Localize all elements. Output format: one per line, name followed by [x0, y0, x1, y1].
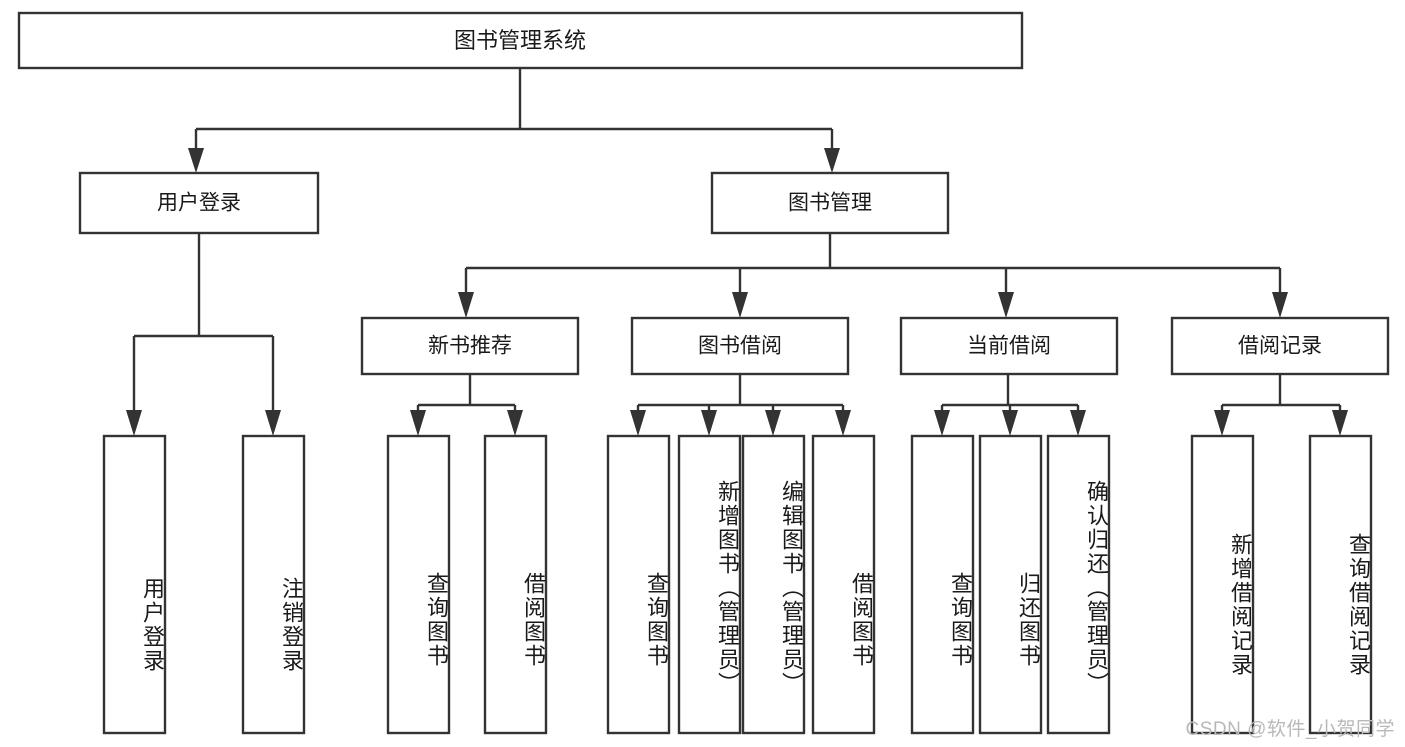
connectors-borrow-record-to-leaves	[1214, 374, 1348, 436]
leaf-add-record-box[interactable]	[1190, 434, 1255, 735]
node-new-book-recommend[interactable]: 新书推荐	[360, 316, 580, 376]
leaf-borrow-book-2-box[interactable]	[811, 434, 876, 735]
node-book-management[interactable]: 图书管理	[710, 171, 950, 235]
node-user-login-label: 用户登录	[157, 192, 241, 215]
node-borrow-record-box[interactable]	[1170, 316, 1390, 376]
leaf-confirm-return-box[interactable]	[1046, 434, 1111, 735]
arrow-head-leaf-add-record	[1214, 410, 1230, 436]
node-book-borrow-label: 图书借阅	[698, 335, 782, 358]
node-root-system-label: 图书管理系统	[454, 28, 586, 53]
arrow-head-user-login	[188, 148, 204, 173]
connectors-current-borrow-to-leaves	[934, 374, 1086, 436]
connectors-book-borrow-to-leaves	[630, 374, 851, 436]
arrow-head-borrow-record	[1272, 292, 1288, 318]
node-current-borrow-label: 当前借阅	[967, 335, 1051, 358]
leaf-query-book-1-box[interactable]	[386, 434, 451, 735]
leaf-query-book-3-box[interactable]	[910, 434, 975, 735]
leaf-return-book-box[interactable]	[978, 434, 1043, 735]
arrow-head-leaf-query-book-2	[630, 410, 646, 436]
arrow-head-book-borrow	[732, 292, 748, 318]
node-root-system[interactable]: 图书管理系统	[17, 11, 1024, 70]
leaf-user-login-box[interactable]	[102, 434, 167, 735]
node-new-book-recommend-box[interactable]	[360, 316, 580, 376]
leaf-logout-login-box[interactable]	[241, 434, 306, 735]
arrow-head-leaf-query-book-1	[410, 410, 426, 436]
arrow-head-book-management	[824, 148, 840, 173]
connectors-root-to-level2	[188, 69, 840, 173]
arrow-head-leaf-query-record	[1332, 410, 1348, 436]
node-borrow-record-label: 借阅记录	[1238, 335, 1322, 358]
node-current-borrow-box[interactable]	[899, 316, 1119, 376]
node-root-system-box[interactable]	[17, 11, 1024, 70]
leaf-edit-book-box[interactable]	[741, 434, 806, 735]
node-user-login[interactable]: 用户登录	[78, 171, 320, 235]
arrow-head-leaf-query-book-3	[934, 410, 950, 436]
arrow-head-leaf-borrow-book-1	[507, 410, 523, 436]
arrow-head-leaf-return-book	[1002, 410, 1018, 436]
arrow-head-new-book	[458, 292, 474, 318]
leaf-boxes	[102, 434, 1373, 735]
connectors-book-management-to-level3	[458, 233, 1288, 318]
connectors-new-book-to-leaves	[410, 374, 523, 436]
leaf-query-book-2-box[interactable]	[606, 434, 671, 735]
node-book-borrow[interactable]: 图书借阅	[630, 316, 850, 376]
node-book-borrow-box[interactable]	[630, 316, 850, 376]
node-new-book-recommend-label: 新书推荐	[428, 335, 512, 358]
arrow-head-leaf-confirm-return	[1070, 410, 1086, 436]
arrow-head-leaf-user-login	[126, 410, 142, 436]
leaf-borrow-book-1-box[interactable]	[483, 434, 548, 735]
connectors-user-login-to-leaves	[126, 233, 281, 436]
arrow-head-leaf-edit-book	[765, 410, 781, 436]
node-book-management-box[interactable]	[710, 171, 950, 235]
arrow-head-leaf-add-book	[701, 410, 717, 436]
node-book-management-label: 图书管理	[788, 192, 872, 215]
node-borrow-record[interactable]: 借阅记录	[1170, 316, 1390, 376]
node-current-borrow[interactable]: 当前借阅	[899, 316, 1119, 376]
node-user-login-box[interactable]	[78, 171, 320, 235]
arrow-head-leaf-logout-login	[265, 410, 281, 436]
leaf-query-record-box[interactable]	[1308, 434, 1373, 735]
arrow-head-leaf-borrow-book-2	[835, 410, 851, 436]
leaf-add-book-box[interactable]	[677, 434, 742, 735]
arrow-head-current-borrow	[998, 292, 1014, 318]
csdn-watermark: CSDN @软件_小贺同学	[1185, 719, 1395, 740]
